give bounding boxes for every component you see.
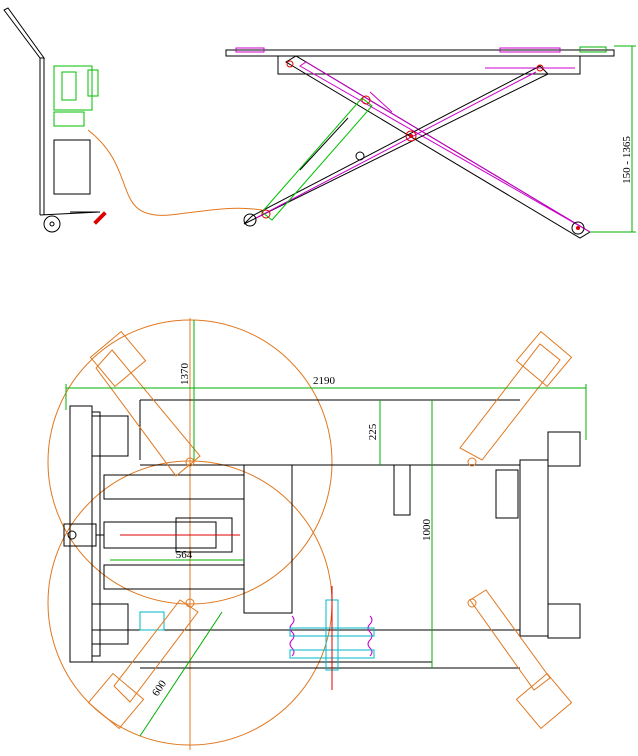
side-view: 150 - 1365 — [3, 7, 636, 239]
dimension-lines — [65, 320, 587, 737]
frame-width-label: 1000 — [421, 519, 433, 542]
frame-offset-label: 225 — [367, 423, 379, 440]
lift-platform — [225, 46, 615, 75]
lift-frame — [63, 399, 581, 669]
height-dimension — [590, 45, 636, 233]
overall-length-label: 2190 — [313, 375, 336, 387]
center-marks — [120, 534, 333, 690]
hydraulic-hose — [87, 129, 263, 216]
pad-reach-label: 1370 — [179, 363, 191, 386]
cyan-bracket — [139, 599, 375, 671]
power-unit-trolley — [3, 7, 107, 233]
swing-arms — [87, 330, 573, 730]
hydraulic-cylinder — [261, 91, 393, 221]
height-dimension-label: 150 - 1365 — [621, 136, 633, 184]
scissor-arms — [243, 55, 591, 239]
cylinder-stroke-label: 564 — [176, 549, 193, 561]
top-view: 2190 1370 225 1000 564 600 — [47, 318, 587, 750]
